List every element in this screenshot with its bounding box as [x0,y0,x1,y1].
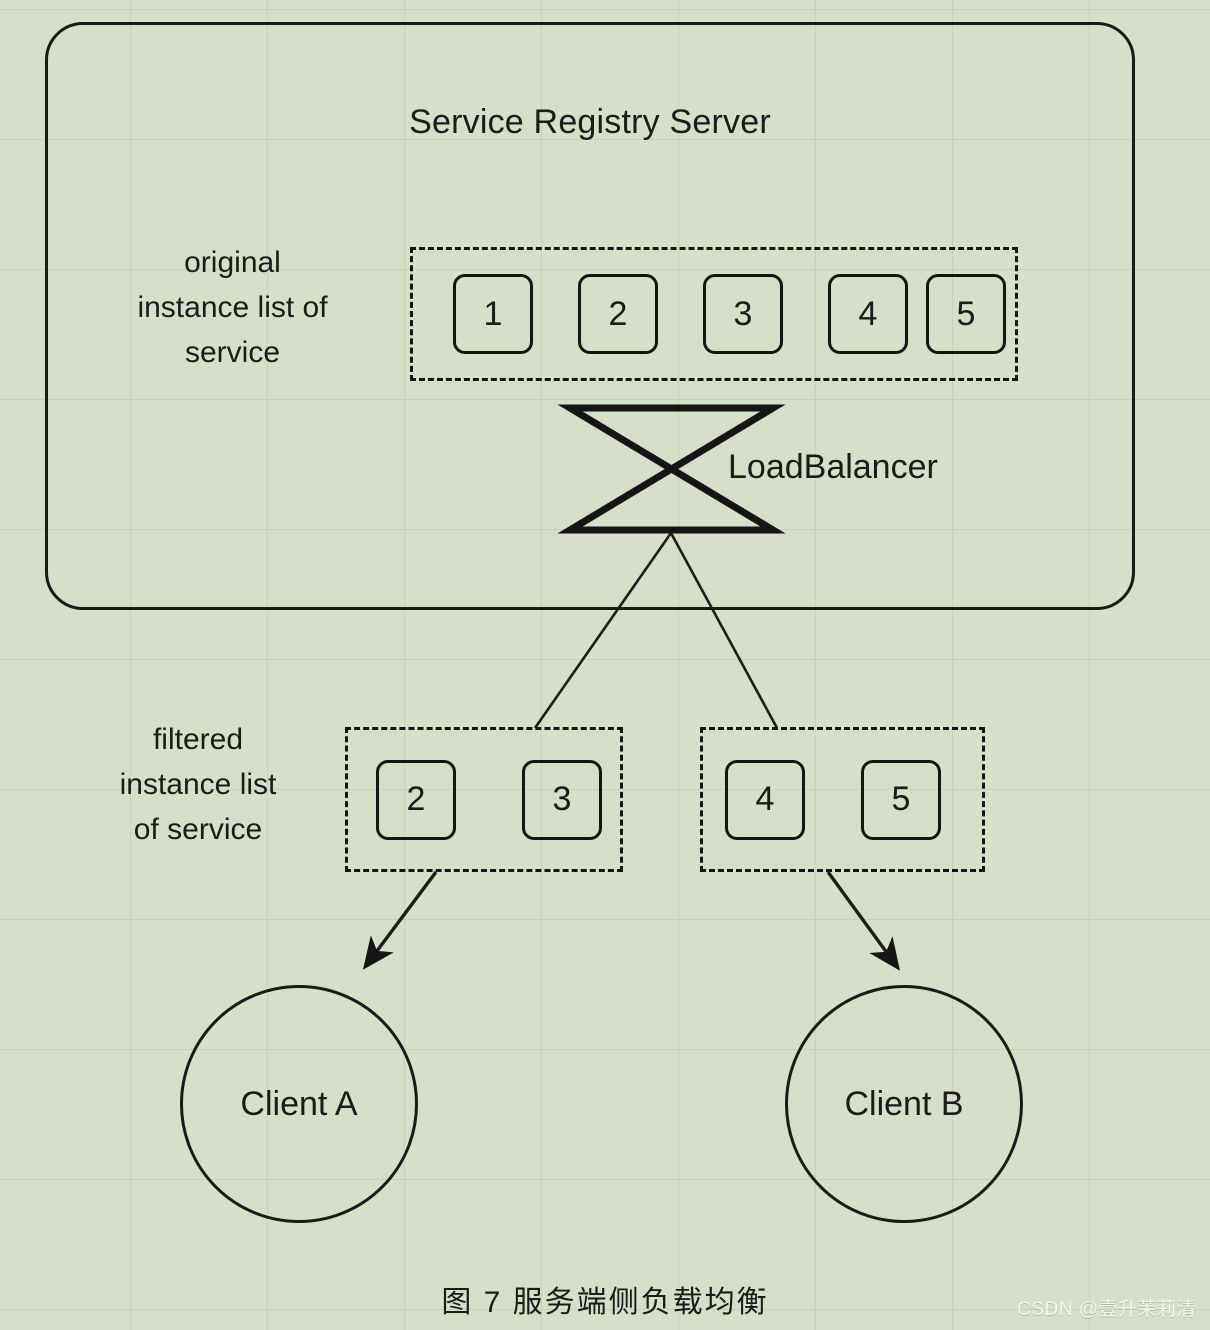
loadbalancer-icon [557,404,786,534]
loadbalancer-label: LoadBalancer [728,448,938,486]
connector-lb-to-filtered-a [533,532,673,729]
figure-caption: 图 7 服务端侧负载均衡 [441,1286,769,1319]
filtered-list-label: filtered instance list of service [119,723,277,846]
connector-filtered-b-to-client-b [826,870,901,971]
instance-box[interactable]: 2 [578,274,658,354]
client-b-node[interactable]: Client B [785,985,1023,1223]
csdn-watermark: CSDN @壹升茉莉清 [1017,1299,1196,1320]
connector-lb-to-filtered-b [669,532,779,729]
instance-box[interactable]: 2 [376,759,456,840]
client-a-node[interactable]: Client A [180,985,418,1223]
filtered-instance-list-b: 4 5 [700,727,985,872]
original-instance-list: 1 2 3 4 5 [410,247,1018,381]
original-list-label: original instance list of service [137,246,328,369]
instance-box[interactable]: 5 [926,274,1006,354]
instance-box[interactable]: 1 [453,274,533,354]
filtered-instance-list-a: 2 3 [345,727,623,872]
instance-box[interactable]: 5 [861,759,941,840]
service-registry-server-box [45,22,1135,610]
instance-box[interactable]: 4 [828,274,908,354]
connector-filtered-a-to-client-a [362,870,438,970]
instance-box[interactable]: 3 [522,759,602,840]
instance-box[interactable]: 3 [703,274,783,354]
server-title: Service Registry Server [409,103,771,141]
instance-box[interactable]: 4 [725,759,805,840]
